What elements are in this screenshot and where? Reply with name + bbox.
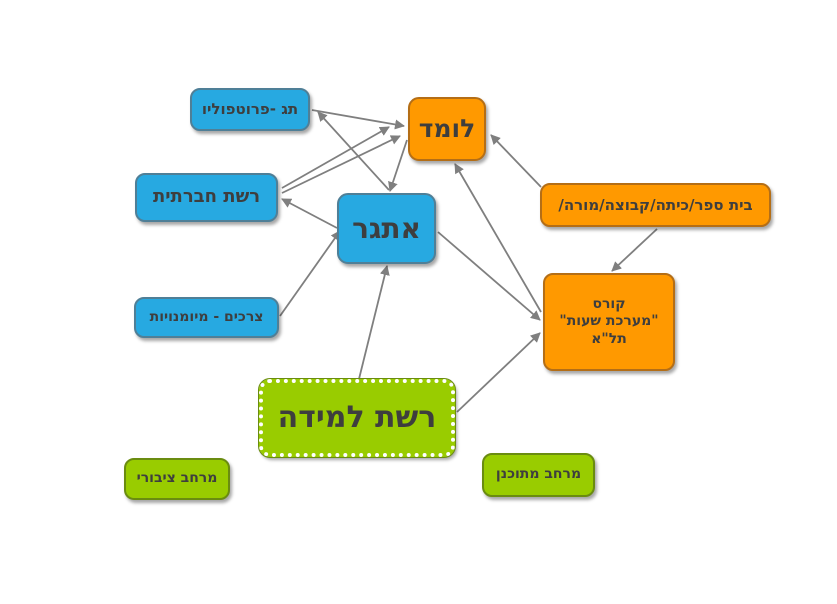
node-course: קורס "מערכת שעות" תל"א <box>543 273 675 371</box>
course-line-2: "מערכת שעות" <box>559 313 659 330</box>
arrow-needs-skills-to-etgar <box>279 230 341 317</box>
node-social-network: רשת חברתית <box>135 173 278 222</box>
arrow-etgar-to-tag-portfolio <box>317 111 390 191</box>
node-learning-network: רשת למידה <box>258 378 456 458</box>
course-line-1: קורס <box>592 295 626 312</box>
arrow-lomed-to-etgar <box>388 139 408 192</box>
node-school: בית ספר/כיתה/קבוצה/מורה/ <box>540 183 771 227</box>
arrow-etgar-to-social-network <box>281 198 338 229</box>
node-needs-skills: צרכים - מיומנויות <box>134 297 279 338</box>
course-line-3: תל"א <box>591 330 627 347</box>
arrow-course-to-lomed <box>454 163 542 313</box>
arrow-learning-network-to-etgar <box>358 265 390 380</box>
node-tag-portfolio: תג -פרוטפוליו <box>190 88 310 131</box>
node-planned-space: מרחב מתוכנן <box>482 453 595 497</box>
arrow-social-network-to-tag-portfolio <box>281 126 390 189</box>
arrow-etgar-to-course <box>437 231 541 321</box>
node-public-space: מרחב ציבורי <box>124 458 230 500</box>
node-learner: לומד <box>408 97 486 161</box>
arrow-learning-network-to-course <box>456 332 541 413</box>
arrow-tag-portfolio-to-lomed <box>311 109 405 130</box>
arrow-school-to-lomed <box>490 134 542 188</box>
arrow-social-network-to-lomed <box>281 135 401 194</box>
node-challenge: אתגר <box>337 193 436 264</box>
arrow-school-to-course <box>611 228 658 272</box>
